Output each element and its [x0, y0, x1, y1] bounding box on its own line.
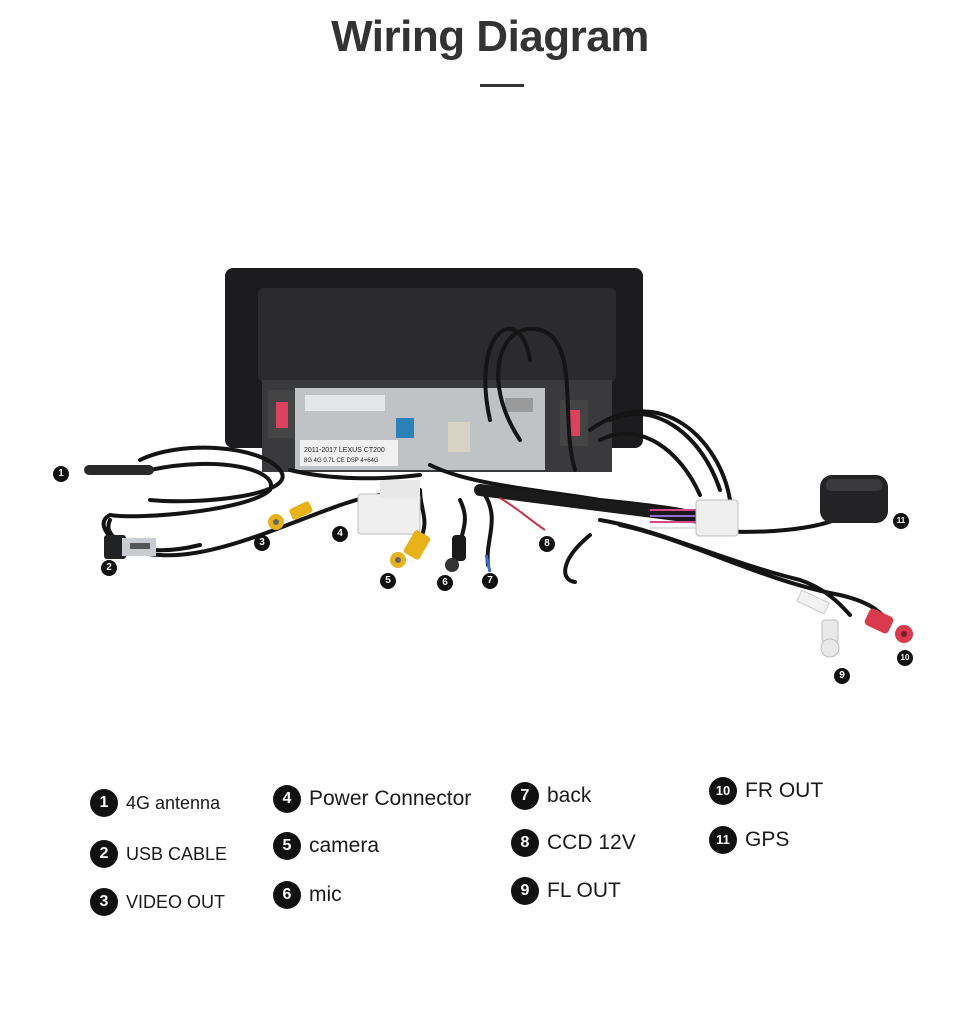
- legend-item: 10 FR OUT: [709, 776, 823, 806]
- legend-label: GPS: [745, 828, 790, 851]
- legend-item: 1 4G antenna: [90, 788, 220, 818]
- callout-1: 1: [53, 466, 69, 482]
- gps-puck-icon: [820, 475, 888, 523]
- callout-number-icon: 9: [511, 877, 539, 905]
- legend-item: 7 back: [511, 781, 591, 811]
- callout-5: 5: [380, 573, 396, 589]
- legend-label: mic: [309, 883, 342, 906]
- legend-item: 6 mic: [273, 880, 342, 910]
- legend-label: CCD 12V: [547, 831, 636, 854]
- model-label-line2: 8G 4G 0.7L CE DSP 4+64G: [304, 458, 379, 464]
- legend-label: USB CABLE: [126, 843, 228, 864]
- legend-label: VIDEO OUT: [126, 891, 226, 912]
- ethernet-port: [396, 418, 414, 438]
- rca-connector-icon: [390, 530, 431, 568]
- cable-bundle: [101, 326, 887, 620]
- callout-2: 2: [101, 560, 117, 576]
- callout-4: 4: [332, 526, 348, 542]
- legend-item: 11 GPS: [709, 825, 789, 855]
- legend-label: camera: [309, 834, 380, 857]
- callout-number-icon: 6: [273, 881, 301, 909]
- usb-plug-icon: [104, 535, 156, 559]
- callout-8: 8: [539, 536, 555, 552]
- legend-item: 9 FL OUT: [511, 876, 621, 906]
- callout-number-icon: 11: [709, 826, 737, 854]
- legend-label: 4G antenna: [126, 792, 221, 813]
- callout-number-icon: 1: [90, 789, 118, 817]
- legend-item: 8 CCD 12V: [511, 828, 636, 858]
- callout-9: 9: [834, 668, 850, 684]
- callout-10: 10: [897, 650, 913, 666]
- mic-jack: [452, 535, 466, 561]
- callout-number-icon: 7: [511, 782, 539, 810]
- callout-7: 7: [482, 573, 498, 589]
- rca-connector-icon: [268, 501, 313, 530]
- power-connector-plug: [357, 493, 421, 535]
- legend-label: back: [547, 784, 592, 807]
- legend-item: 3 VIDEO OUT: [90, 887, 225, 917]
- model-label-line1: 2011-2017 LEXUS CT200: [304, 447, 385, 454]
- callout-3: 3: [254, 535, 270, 551]
- legend-label: FR OUT: [745, 779, 824, 802]
- legend-label: Power Connector: [309, 787, 472, 810]
- rca-connector-icon: [796, 589, 840, 658]
- harness-socket: [448, 422, 470, 452]
- legend-label: FL OUT: [547, 879, 621, 902]
- legend-item: 5 camera: [273, 831, 379, 861]
- title-underline: [480, 84, 524, 87]
- callout-number-icon: 4: [273, 785, 301, 813]
- model-label: [300, 440, 398, 466]
- callout-number-icon: 2: [90, 840, 118, 868]
- harness-plug: [695, 499, 739, 537]
- head-unit: 2011-2017 LEXUS CT200 8G 4G 0.7L CE DSP …: [225, 268, 643, 472]
- callout-6: 6: [437, 575, 453, 591]
- callout-11: 11: [893, 513, 909, 529]
- legend-item: 4 Power Connector: [273, 784, 471, 814]
- callout-number-icon: 8: [511, 829, 539, 857]
- page-title: Wiring Diagram: [331, 12, 649, 61]
- callout-number-icon: 5: [273, 832, 301, 860]
- callout-number-icon: 10: [709, 777, 737, 805]
- antenna-rod: [84, 465, 154, 475]
- callout-number-icon: 3: [90, 888, 118, 916]
- rca-connector-icon: [864, 608, 913, 643]
- legend-item: 2 USB CABLE: [90, 839, 227, 869]
